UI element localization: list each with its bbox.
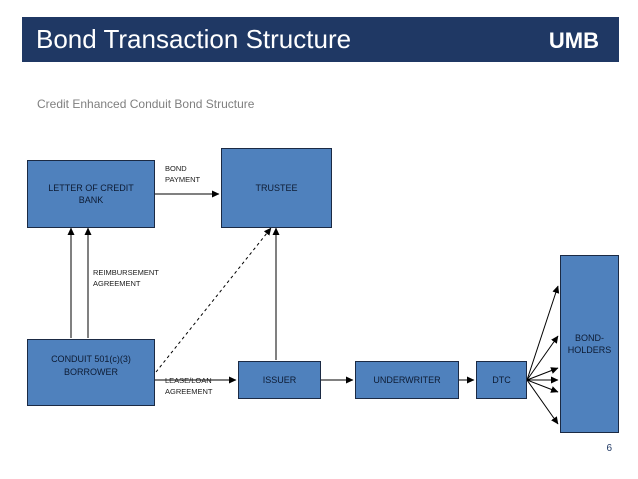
page-number: 6 [606,443,612,454]
underwriter-box: UNDERWRITER [355,361,459,399]
arrow-dtc-to-bondholders-2 [526,335,559,381]
trustee-box: TRUSTEE [221,148,332,228]
letter-of-credit-bank-box: LETTER OF CREDIT BANK [27,160,155,228]
umb-logo: UMB [548,28,599,53]
arrow-dtc-to-bondholders-5 [526,379,559,393]
arrow-dtc-to-bondholders-1 [526,285,560,381]
bondholders-box: BOND- HOLDERS [560,255,619,433]
bond-payment-label: BOND PAYMENT [165,164,201,184]
reimbursement-agreement-label: REIMBURSEMENT AGREEMENT [93,268,159,288]
slide-subtitle: Credit Enhanced Conduit Bond Structure [37,97,255,111]
arrow-borrower-to-trustee-dashed [155,227,272,373]
issuer-box: ISSUER [238,361,321,399]
arrow-dtc-to-bondholders-3 [526,367,559,381]
arrow-dtc-to-bondholders-6 [526,379,559,425]
slide-title: Bond Transaction Structure [36,24,352,54]
conduit-borrower-box: CONDUIT 501(c)(3) BORROWER [27,339,155,406]
header-bar: Bond Transaction Structure UMB [22,17,619,62]
lease-loan-agreement-label: LEASE/LOAN AGREEMENT [165,376,213,396]
dtc-box: DTC [476,361,527,399]
